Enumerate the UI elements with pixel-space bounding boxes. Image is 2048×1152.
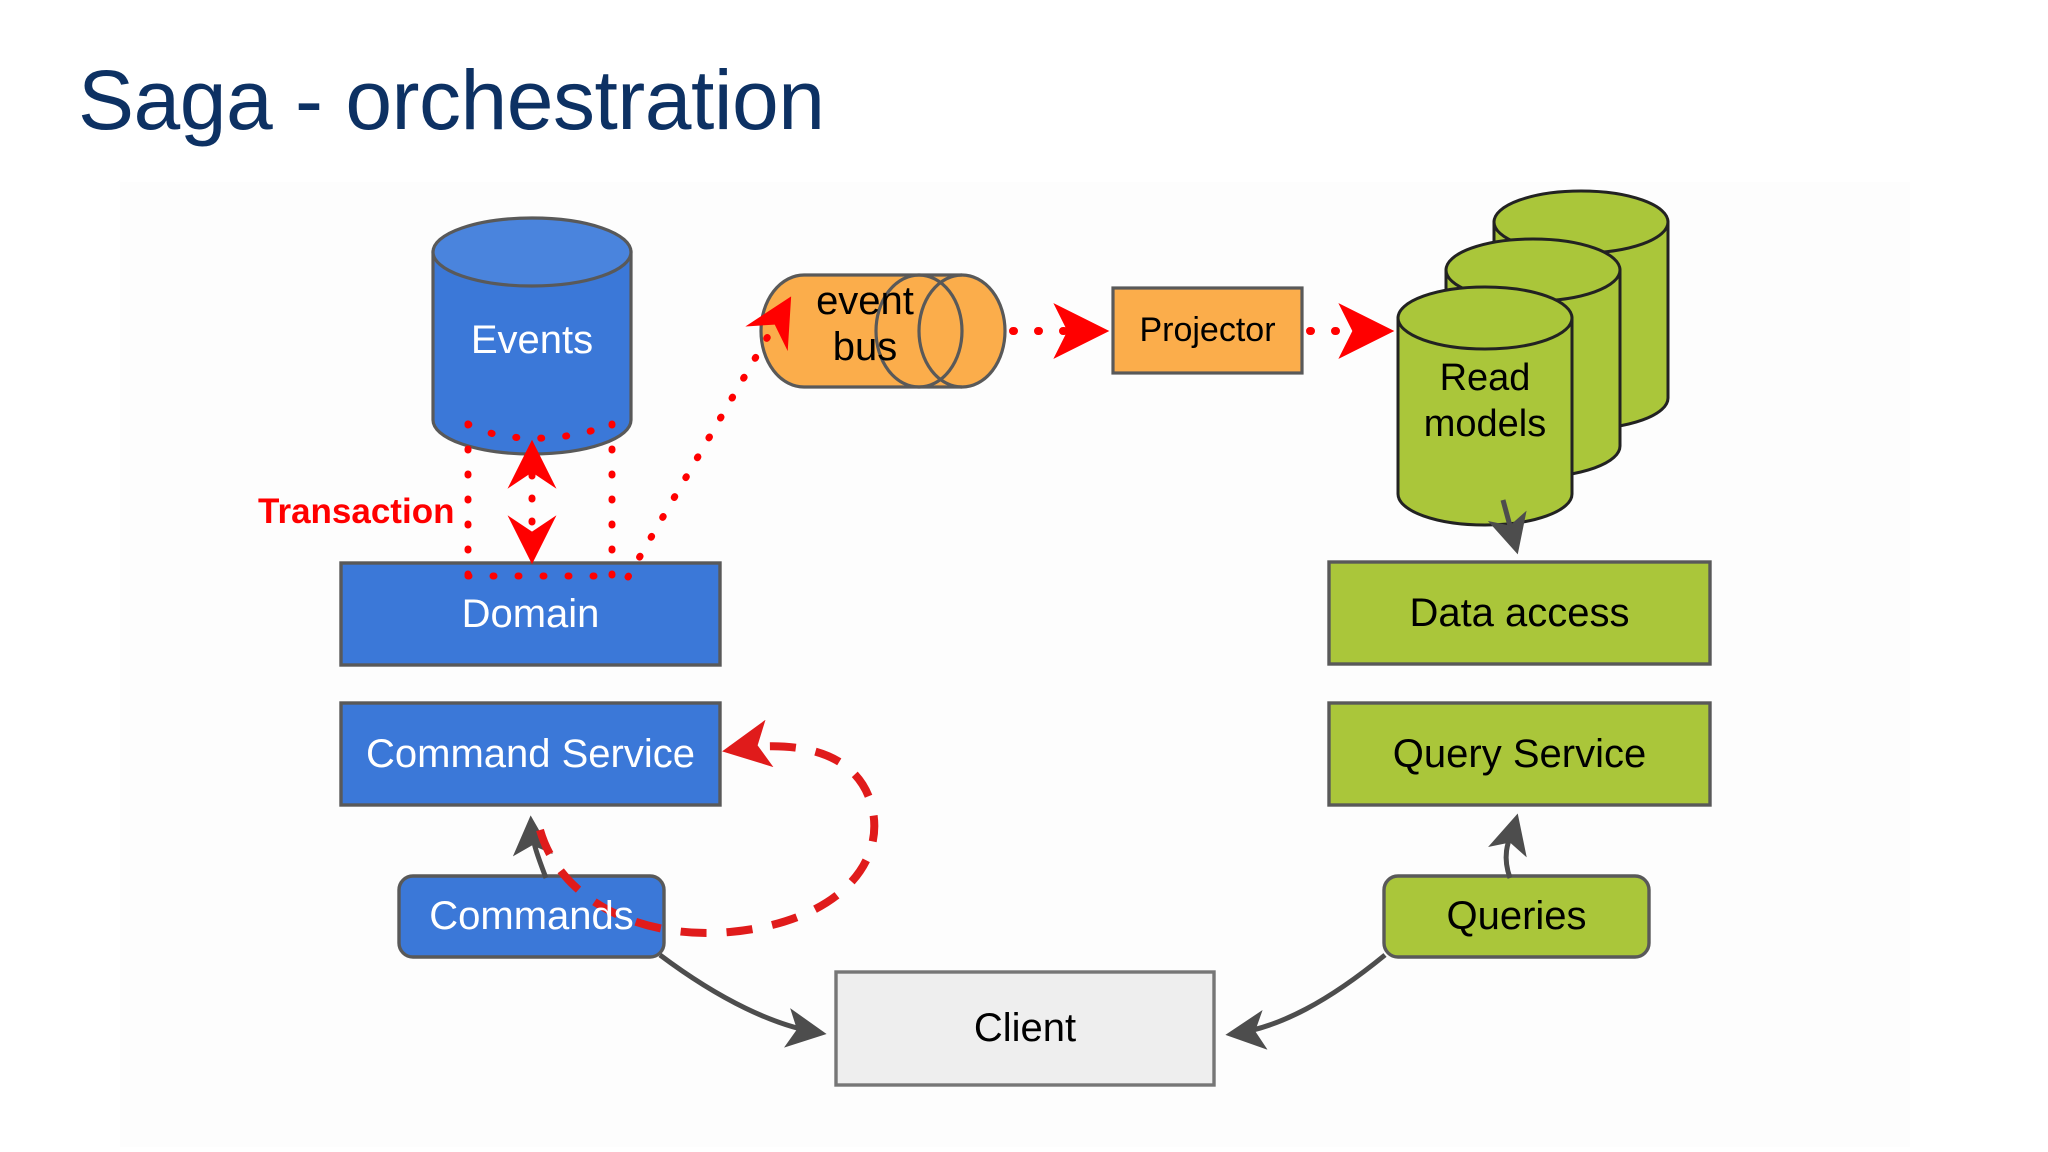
edge-client-to-queries	[1225, 953, 1387, 1050]
edge-commands-to-command-service	[512, 815, 553, 879]
edge-transaction-boundary	[464, 420, 616, 580]
node-data-access[interactable]	[1327, 560, 1712, 666]
node-events[interactable]	[431, 216, 633, 456]
node-query-service[interactable]	[1327, 701, 1712, 807]
edge-saga-loop	[536, 719, 879, 937]
node-read-models[interactable]	[1396, 189, 1670, 527]
page-title: Saga - orchestration	[78, 53, 825, 147]
node-projector[interactable]	[1111, 286, 1304, 375]
edge-queries-to-query-service	[1488, 813, 1527, 879]
node-domain[interactable]	[339, 561, 722, 667]
edge-read-models-to-data-access	[1487, 499, 1527, 555]
transaction-annotation-label: Transaction	[258, 492, 455, 531]
node-command-service[interactable]	[339, 701, 722, 807]
edge-commands-to-client	[658, 952, 827, 1048]
node-event-bus[interactable]	[759, 273, 1007, 389]
node-queries[interactable]	[1382, 874, 1651, 959]
node-commands[interactable]	[397, 874, 666, 959]
node-client[interactable]	[834, 970, 1216, 1087]
